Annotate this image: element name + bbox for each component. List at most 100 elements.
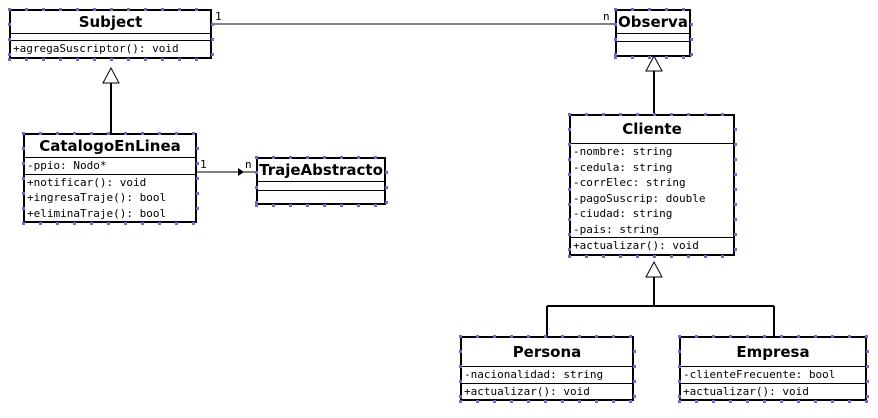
selection-handle: [192, 132, 195, 135]
selection-handle: [865, 400, 868, 403]
selection-handle: [678, 365, 681, 368]
selection-handle: [42, 58, 45, 61]
selection-handle: [704, 255, 707, 258]
selection-handle: [568, 128, 571, 131]
selection-handle: [56, 132, 59, 135]
selection-handle: [848, 400, 851, 403]
selection-handle: [682, 8, 685, 11]
selection-handle: [110, 58, 113, 61]
selection-handle: [734, 203, 737, 206]
selection-handle: [25, 8, 28, 11]
selection-handle: [42, 8, 45, 11]
selection-handle: [175, 222, 178, 225]
class-catalogo-en-linea[interactable]: CatalogoEnLinea -ppio: Nodo* +notificar(…: [23, 133, 197, 223]
selection-handle: [110, 8, 113, 11]
selection-handle: [175, 132, 178, 135]
class-empresa[interactable]: Empresa -clienteFrecuente: bool +actuali…: [679, 336, 867, 401]
selection-handle: [22, 162, 25, 165]
selection-handle: [161, 8, 164, 11]
operations-compartment: +actualizar(): void: [681, 384, 865, 400]
selection-handle: [22, 132, 25, 135]
class-cliente[interactable]: Cliente -nombre: string -cedula: string …: [569, 114, 735, 256]
selection-handle: [493, 335, 496, 338]
selection-handle: [614, 8, 617, 11]
selection-handle: [695, 400, 698, 403]
selection-handle: [780, 400, 783, 403]
selection-handle: [578, 400, 581, 403]
selection-handle: [678, 350, 681, 353]
selection-handle: [8, 8, 11, 11]
multiplicity-subject-end: 1: [215, 10, 222, 23]
selection-handle: [8, 53, 11, 56]
selection-handle: [493, 400, 496, 403]
selection-handle: [734, 233, 737, 236]
selection-handle: [687, 255, 690, 258]
selection-handle: [797, 400, 800, 403]
selection-handle: [595, 335, 598, 338]
operations-compartment: +actualizar(): void: [462, 384, 632, 400]
selection-handle: [211, 23, 214, 26]
class-persona[interactable]: Persona -nacionalidad: string +actualiza…: [460, 336, 634, 401]
selection-handle: [670, 255, 673, 258]
attribute: -clienteFrecuente: bool: [683, 368, 836, 381]
selection-handle: [527, 400, 530, 403]
selection-handle: [161, 58, 164, 61]
selection-handle: [73, 132, 76, 135]
selection-handle: [695, 335, 698, 338]
operations-compartment: +agregaSuscriptor(): void: [11, 41, 210, 57]
selection-handle: [255, 201, 258, 204]
selection-handle: [340, 156, 343, 159]
selection-handle: [653, 113, 656, 116]
selection-handle: [8, 23, 11, 26]
attribute: -cedula: string: [573, 160, 673, 174]
class-name: CatalogoEnLinea: [25, 135, 195, 158]
class-subject[interactable]: Subject +agregaSuscriptor(): void: [9, 9, 212, 59]
selection-handle: [602, 113, 605, 116]
selection-handle: [865, 335, 868, 338]
operation: +actualizar(): void: [683, 384, 809, 398]
selection-handle: [144, 8, 147, 11]
selection-handle: [831, 400, 834, 403]
selection-handle: [678, 395, 681, 398]
operations-compartment: [617, 42, 689, 49]
selection-handle: [22, 192, 25, 195]
selection-handle: [568, 218, 571, 221]
multiplicity-traje-end: n: [245, 158, 252, 171]
selection-handle: [459, 400, 462, 403]
generalization-arrow-subject: [102, 66, 120, 84]
selection-handle: [196, 192, 199, 195]
selection-handle: [289, 156, 292, 159]
selection-handle: [306, 204, 309, 207]
selection-handle: [602, 255, 605, 258]
selection-handle: [797, 335, 800, 338]
selection-handle: [272, 204, 275, 207]
operation: +actualizar(): void: [573, 239, 699, 252]
selection-handle: [568, 203, 571, 206]
selection-handle: [763, 335, 766, 338]
selection-handle: [729, 400, 732, 403]
selection-handle: [76, 58, 79, 61]
attributes-compartment: -nombre: string -cedula: string -corrEle…: [571, 144, 733, 238]
selection-handle: [158, 222, 161, 225]
attribute: -nacionalidad: string: [464, 368, 604, 381]
selection-handle: [93, 8, 96, 11]
selection-handle: [866, 380, 869, 383]
selection-handle: [690, 53, 693, 56]
class-observa[interactable]: Observa: [615, 9, 691, 57]
selection-handle: [734, 188, 737, 191]
selection-handle: [746, 400, 749, 403]
selection-handle: [476, 335, 479, 338]
selection-handle: [323, 156, 326, 159]
class-name: Subject: [11, 11, 210, 34]
selection-handle: [459, 380, 462, 383]
generalization-arrow-cliente: [645, 260, 663, 278]
selection-handle: [127, 8, 130, 11]
class-name: Observa: [617, 11, 689, 34]
selection-handle: [734, 248, 737, 251]
selection-handle: [866, 365, 869, 368]
class-traje-abstracto[interactable]: TrajeAbstracto: [256, 157, 386, 205]
selection-handle: [178, 8, 181, 11]
selection-handle: [721, 255, 724, 258]
selection-handle: [255, 204, 258, 207]
